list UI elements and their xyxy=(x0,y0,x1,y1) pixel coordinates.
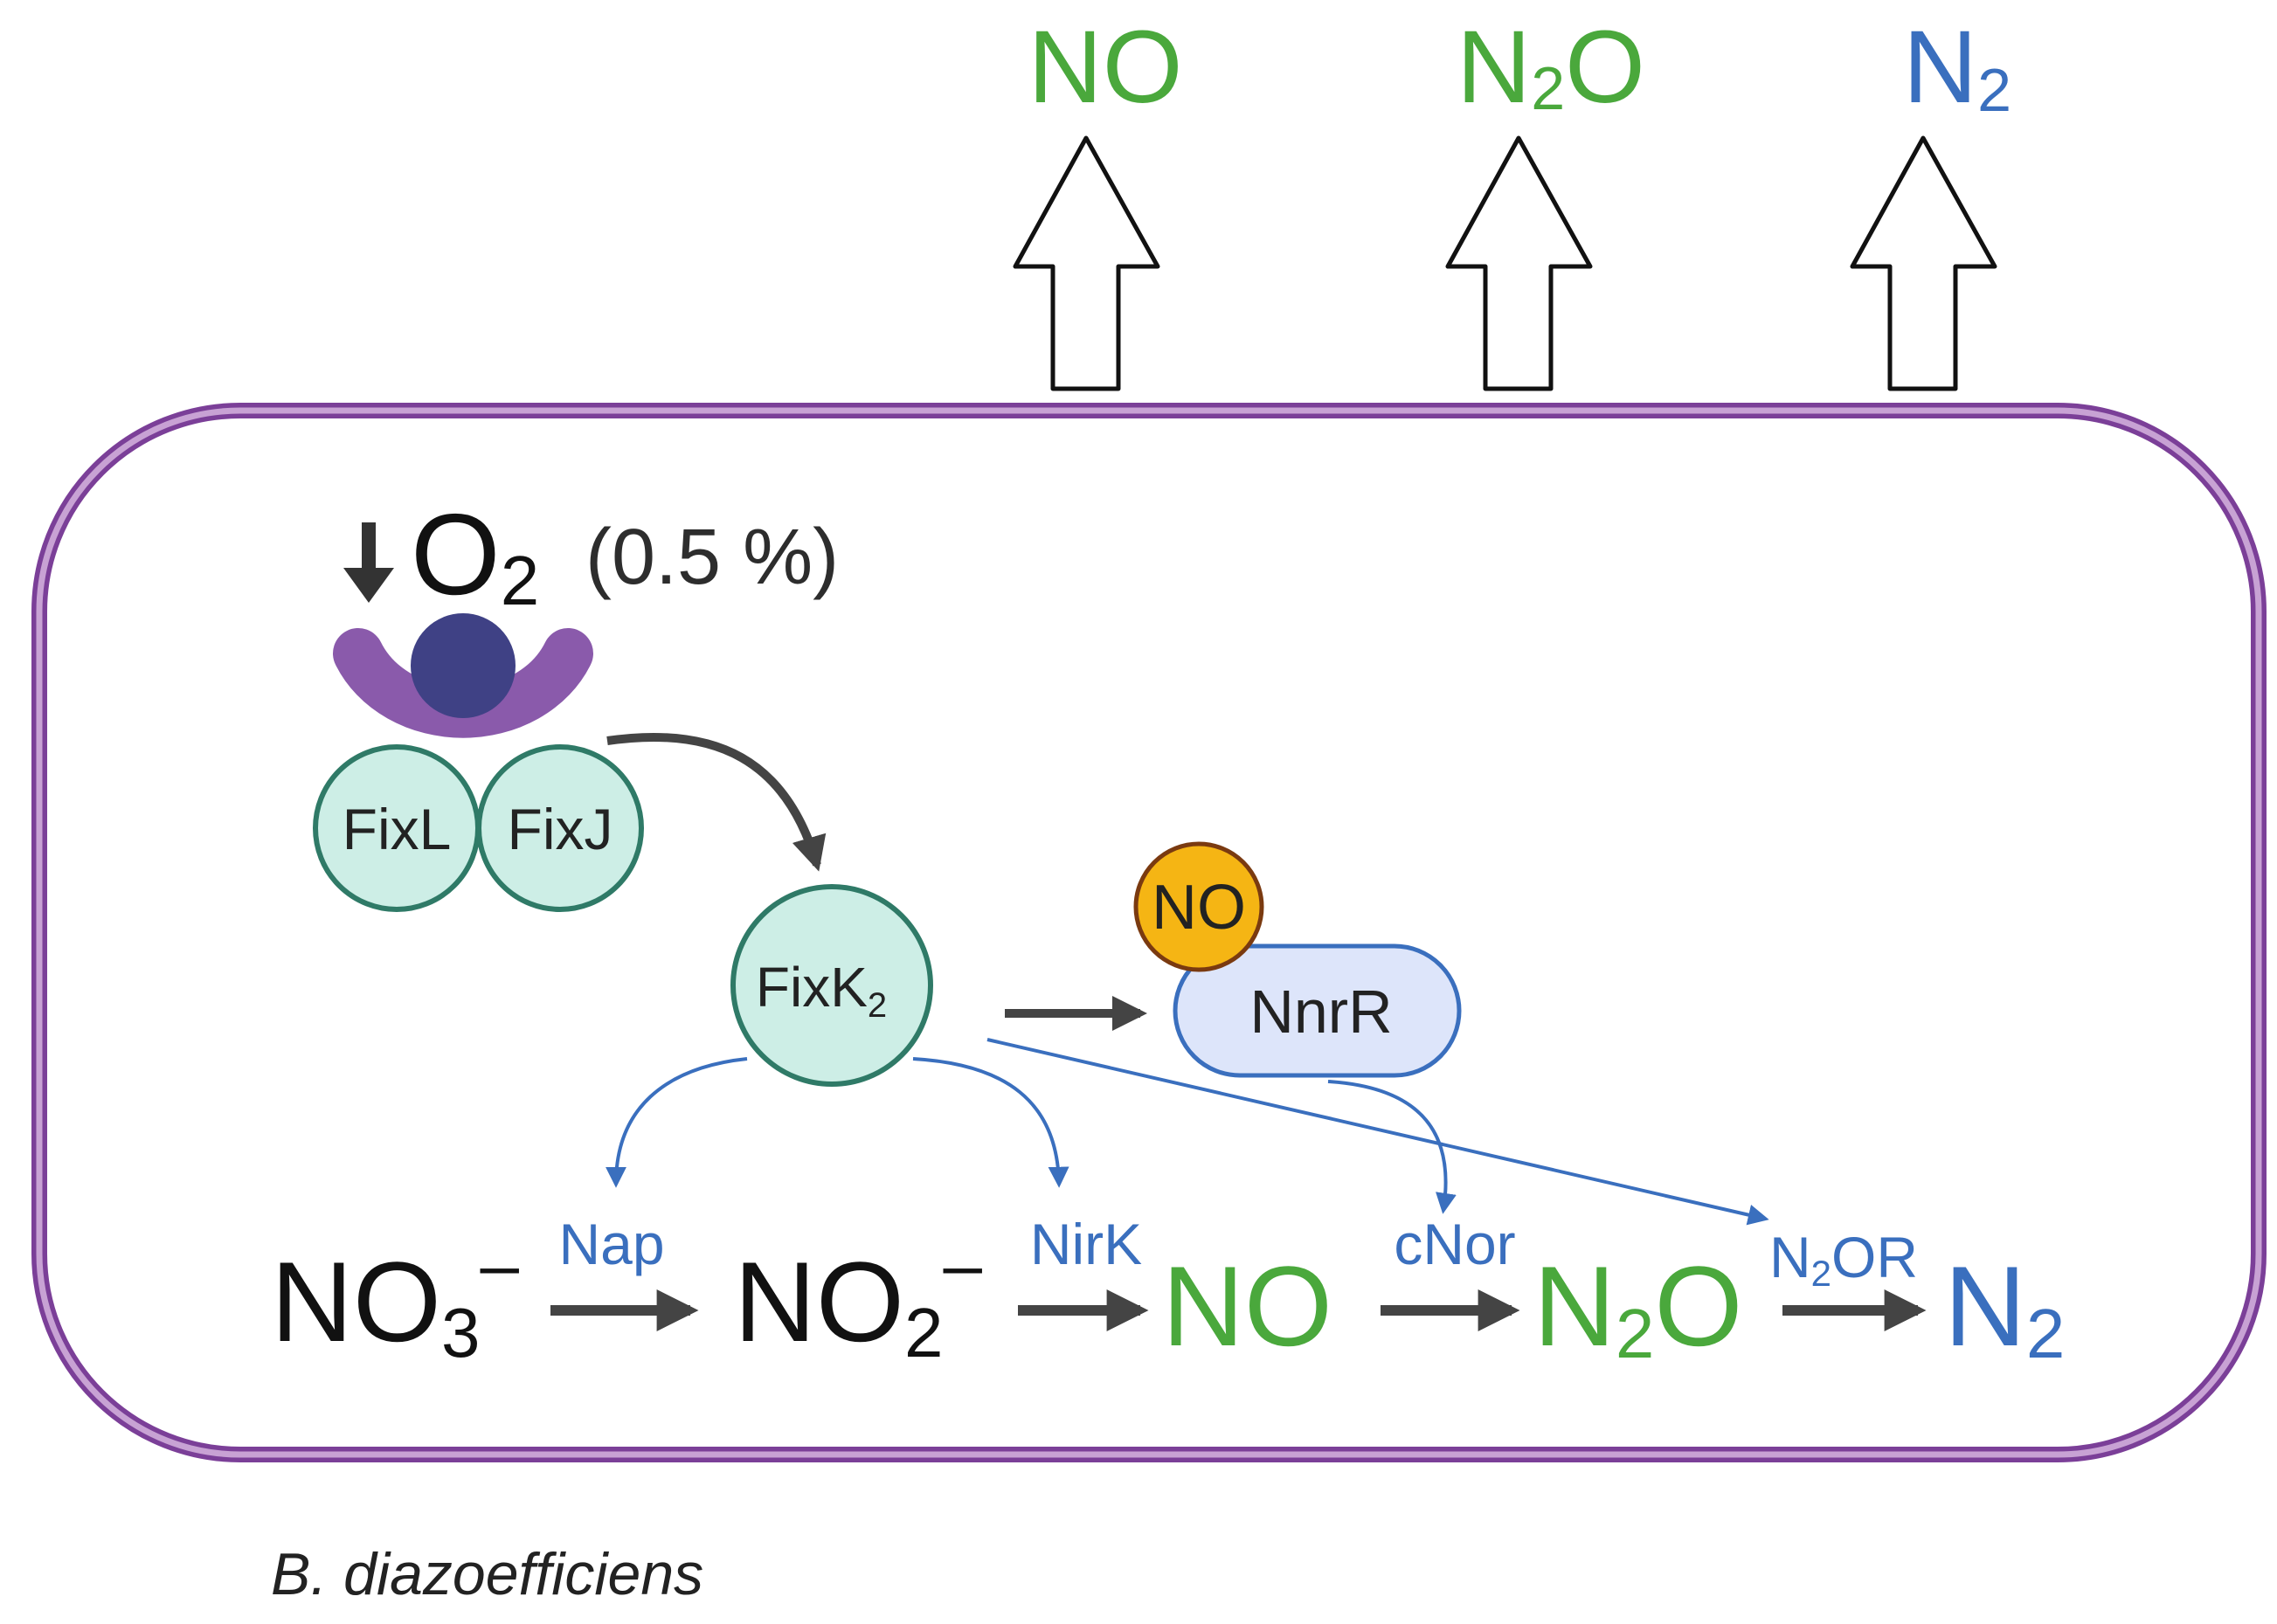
signal-arrow-fixj-to-fixk2 xyxy=(606,732,827,872)
export-label-n2o: N2O xyxy=(1457,10,1645,125)
oxygen-label: O2 xyxy=(411,490,539,619)
export-label-n2: N2 xyxy=(1903,10,2011,125)
nitrate-label: NO3– xyxy=(271,1226,520,1372)
fixlj-sensor: FixL FixJ xyxy=(313,613,644,912)
fixl-label: FixL xyxy=(343,797,452,861)
no-ligand-label: NO xyxy=(1152,873,1246,943)
regulation-arrow-cnor xyxy=(1327,1080,1457,1214)
regulation-arrows xyxy=(606,1038,1769,1226)
export-arrow-n2o xyxy=(1445,135,1593,391)
cell-membrane xyxy=(31,403,2267,1462)
fixk2-label: FixK2 xyxy=(756,956,887,1025)
fixk2-protein: FixK2 xyxy=(730,884,933,1087)
regulation-arrow-nap xyxy=(606,1057,748,1188)
nitrogen-gas-label: N2 xyxy=(1944,1242,2065,1372)
export-arrow-no xyxy=(1013,135,1160,391)
nitrous-oxide-label: N2O xyxy=(1533,1242,1743,1372)
nitric-oxide-label: NO xyxy=(1162,1242,1332,1370)
export-arrow-n2 xyxy=(1850,135,1997,391)
enzyme-n2or: N2OR xyxy=(1769,1225,1918,1294)
low-oxygen-indicator: O2 (0.5 %) xyxy=(343,490,839,619)
no-ligand xyxy=(1133,841,1264,972)
regulation-arrow-n2or xyxy=(986,1038,1769,1226)
nnrr-label: NnrR xyxy=(1249,978,1392,1046)
nnrr-regulator: NnrR NO xyxy=(1133,841,1462,1078)
down-arrow-icon xyxy=(343,522,394,603)
fixj-protein xyxy=(476,744,644,912)
denitrification-pathway: NO3– Nap NO2– NirK NO cNor N2O N2OR N2 xyxy=(271,1212,2065,1372)
oxygen-concentration: (0.5 %) xyxy=(585,514,839,601)
organism-label: B. diazoefficiens xyxy=(271,1541,703,1607)
nitrite-label: NO2– xyxy=(734,1226,983,1372)
oxygen-molecule xyxy=(411,613,516,718)
fixj-label: FixJ xyxy=(508,797,613,861)
enzyme-nirk: NirK xyxy=(1030,1212,1142,1276)
export-label-no: NO xyxy=(1028,10,1183,125)
enzyme-nap: Nap xyxy=(558,1212,664,1276)
enzyme-cnor: cNor xyxy=(1394,1212,1515,1276)
regulation-arrow-nirk xyxy=(912,1057,1069,1188)
